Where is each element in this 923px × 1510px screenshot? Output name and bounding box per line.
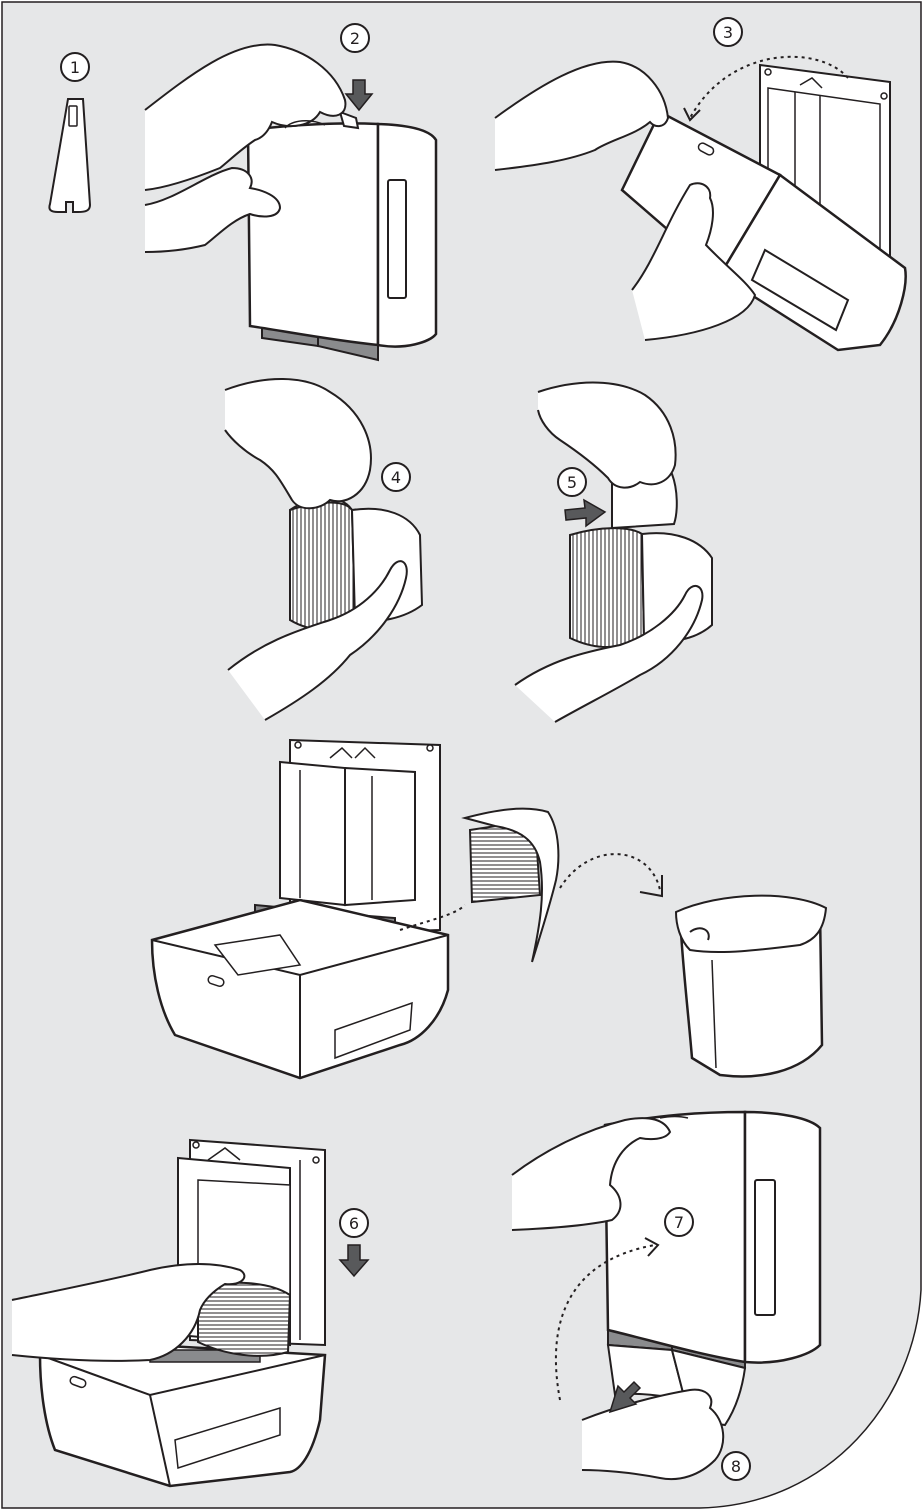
step-number: 8 xyxy=(731,1457,741,1476)
step-badge-4: 4 xyxy=(382,463,410,491)
step-badge-3: 3 xyxy=(714,18,742,46)
step-number: 2 xyxy=(350,29,360,48)
step-number: 4 xyxy=(391,468,401,487)
step-badge-8: 8 xyxy=(722,1452,750,1480)
step-badge-2: 2 xyxy=(341,24,369,52)
towel-pack xyxy=(570,528,644,647)
step-badge-5: 5 xyxy=(558,468,586,496)
step-number: 3 xyxy=(723,23,733,42)
step-badge-7: 7 xyxy=(665,1208,693,1236)
step-number: 1 xyxy=(70,58,80,77)
step-number: 6 xyxy=(349,1214,359,1233)
step-number: 5 xyxy=(567,473,577,492)
dispenser-cover xyxy=(605,1112,745,1362)
step-badge-1: 1 xyxy=(61,53,89,81)
dispenser-cover xyxy=(248,123,378,345)
towel-pack xyxy=(290,503,355,630)
step-badge-6: 6 xyxy=(340,1209,368,1237)
step-number: 7 xyxy=(674,1213,684,1232)
